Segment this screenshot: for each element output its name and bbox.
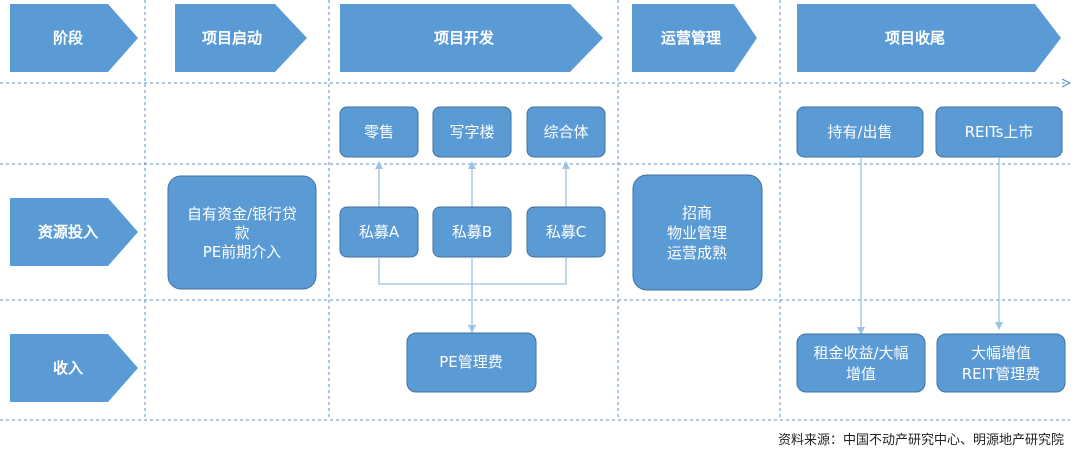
box-hold-sell: 持有/出售: [796, 106, 924, 158]
box-own-funds-line3: PE前期介入: [203, 243, 282, 261]
box-complex-label: 综合体: [543, 123, 588, 141]
row-income-label: 收入: [53, 359, 83, 377]
box-merchant: 招商 物业管理 运营成熟: [632, 174, 763, 291]
header-project-dev: 项目开发: [340, 4, 603, 72]
box-rent: 租金收益/大幅 增值: [796, 333, 926, 393]
row-income: 收入: [10, 334, 138, 402]
box-merchant-line2: 物业管理: [667, 224, 727, 242]
box-pe-c-label: 私募C: [546, 223, 586, 241]
box-appreciation-line2: REIT管理费: [962, 365, 1041, 383]
box-own-funds: 自有资金/银行贷 款 PE前期介入: [167, 175, 317, 290]
source-note: 资料来源：中国不动产研究中心、明源地产研究院: [778, 433, 1064, 448]
box-merchant-line3: 运营成熟: [667, 244, 727, 262]
grid-lines: [0, 0, 1072, 421]
box-appreciation-line1: 大幅增值: [971, 344, 1031, 362]
timeline-axis-arrowhead: [1061, 78, 1072, 88]
row-resource-input-label: 资源投入: [38, 223, 98, 241]
box-rent-line2: 增值: [846, 365, 876, 383]
box-office-label: 写字楼: [449, 123, 494, 141]
row-resource-input: 资源投入: [10, 198, 138, 266]
box-reits-listing: REITs上市: [935, 106, 1063, 158]
connectors: [375, 158, 1003, 335]
header-operation-mgmt-label: 运营管理: [661, 29, 721, 47]
box-merchant-line1: 招商: [682, 204, 712, 222]
box-rent-line1: 租金收益/大幅: [813, 344, 908, 362]
box-pe-c: 私募C: [526, 206, 606, 258]
box-own-funds-line1: 自有资金/银行贷: [187, 205, 297, 223]
box-pe-fee-label: PE管理费: [439, 353, 503, 371]
box-retail-label: 零售: [364, 123, 394, 141]
header-operation-mgmt: 运营管理: [632, 4, 757, 72]
box-retail: 零售: [339, 106, 419, 158]
header-stage-label: 阶段: [53, 29, 83, 47]
box-pe-b-label: 私募B: [452, 223, 492, 241]
box-own-funds-line2: 款: [234, 224, 249, 242]
box-office: 写字楼: [432, 106, 512, 158]
box-appreciation: 大幅增值 REIT管理费: [936, 333, 1066, 393]
header-project-close-label: 项目收尾: [885, 29, 945, 47]
header-project-close: 项目收尾: [797, 4, 1061, 72]
box-pe-a-label: 私募A: [359, 223, 400, 241]
box-pe-a: 私募A: [339, 206, 419, 258]
box-pe-fee: PE管理费: [406, 332, 537, 393]
box-hold-sell-label: 持有/出售: [827, 123, 892, 141]
box-reits-listing-label: REITs上市: [965, 123, 1034, 141]
header-project-dev-label: 项目开发: [434, 29, 495, 47]
box-pe-b: 私募B: [432, 206, 512, 258]
box-complex: 综合体: [526, 106, 606, 158]
header-stage: 阶段: [10, 4, 138, 72]
header-project-start: 项目启动: [175, 4, 307, 72]
header-project-start-label: 项目启动: [202, 29, 262, 47]
